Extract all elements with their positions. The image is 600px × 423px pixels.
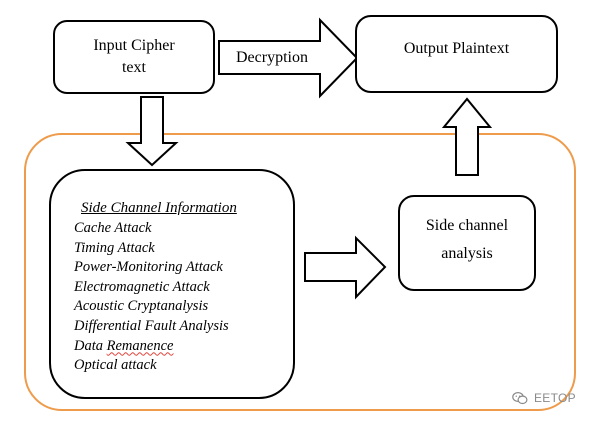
- up-arrow: [441, 97, 493, 176]
- watermark-text: EETOP: [534, 391, 576, 405]
- attack-item-acoustic: Acoustic Cryptanalysis: [74, 298, 209, 315]
- side-channel-info-title: Side Channel Information: [81, 200, 237, 216]
- attack-item-cache: Cache Attack: [74, 220, 152, 236]
- attack-item-data-remanence: Data Remanence: [74, 337, 229, 357]
- attack-item-timing: Timing Attack: [74, 239, 155, 256]
- attack-list: Cache Attack Timing Attack Power-Monitor…: [74, 219, 229, 376]
- wechat-icon: [512, 391, 528, 405]
- right-arrow: [304, 235, 387, 300]
- data-remanence-text: Data Remanence: [74, 338, 173, 354]
- attack-item-power: Power-Monitoring Attack: [74, 259, 223, 276]
- attack-item-electromagnetic: Electromagnetic Attack: [74, 278, 210, 295]
- analysis-line2: analysis: [441, 245, 493, 262]
- output-plaintext-label: Output Plaintext: [403, 40, 510, 57]
- down-arrow: [125, 96, 179, 167]
- attack-item-differential-fault: Differential Fault Analysis: [74, 317, 229, 334]
- decryption-arrow: [218, 17, 359, 99]
- analysis-line1: Side channel: [425, 217, 509, 234]
- input-cipher-line2: text: [121, 59, 146, 76]
- side-channel-region: [24, 133, 576, 411]
- side-channel-analysis-box: Side channel analysis: [398, 195, 536, 291]
- data-remanence-word-2: Remanence: [106, 337, 174, 354]
- input-cipher-line1: Input Cipher: [93, 37, 175, 54]
- output-plaintext-box: Output Plaintext: [355, 15, 558, 93]
- side-channel-info-box: Side Channel Information Cache Attack Ti…: [49, 169, 295, 399]
- attack-item-optical: Optical attack: [74, 357, 157, 374]
- input-cipher-box: Input Cipher text: [53, 20, 215, 94]
- watermark: EETOP: [512, 391, 576, 405]
- data-remanence-word-1: Data: [74, 337, 107, 354]
